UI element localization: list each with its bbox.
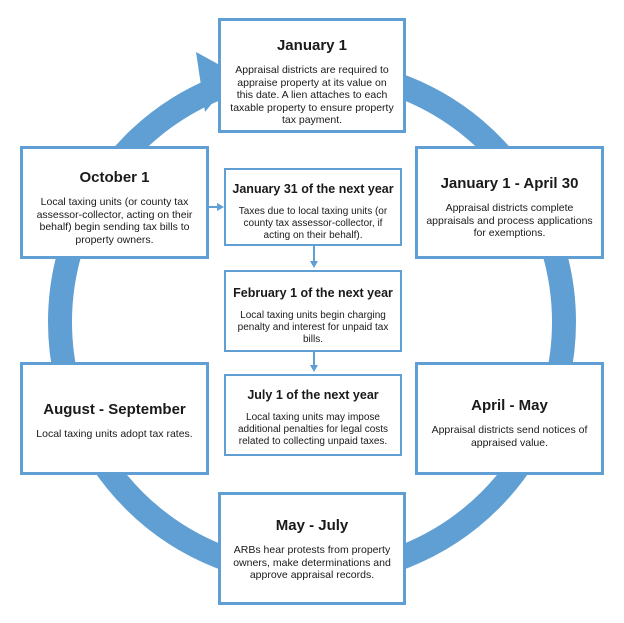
followup-description: Local taxing units may impose additional… <box>237 412 389 447</box>
stage-description: Appraisal districts are required to appr… <box>230 64 394 126</box>
stage-title: October 1 <box>79 169 150 186</box>
stage-description: Appraisal districts complete appraisals … <box>426 202 593 239</box>
followup-july-1: July 1 of the next year Local taxing uni… <box>224 374 402 456</box>
stage-january-1: January 1 Appraisal districts are requir… <box>218 18 406 133</box>
stage-title: January 1 - April 30 <box>440 175 579 192</box>
stage-january-april: January 1 - April 30 Appraisal districts… <box>415 146 604 259</box>
arrow-jan31-to-feb1-head <box>310 261 318 268</box>
stage-description: ARBs hear protests from property owners,… <box>233 544 391 581</box>
stage-august-september: August - September Local taxing units ad… <box>20 362 209 475</box>
followup-title: February 1 of the next year <box>233 286 393 300</box>
stage-title: May - July <box>275 517 349 534</box>
stage-title: January 1 <box>276 37 348 54</box>
stage-description: Appraisal districts send notices of appr… <box>431 424 588 449</box>
stage-may-july: May - July ARBs hear protests from prope… <box>218 492 406 605</box>
followup-january-31: January 31 of the next year Taxes due to… <box>224 168 402 246</box>
arrow-oct1-to-jan31-head <box>217 203 224 211</box>
followup-title: January 31 of the next year <box>232 182 394 196</box>
stage-october-1: October 1 Local taxing units (or county … <box>20 146 209 259</box>
stage-description: Local taxing units adopt tax rates. <box>36 428 193 440</box>
stage-title: August - September <box>43 401 186 418</box>
stage-description: Local taxing units (or county tax assess… <box>36 196 193 246</box>
stage-title: April - May <box>471 397 548 414</box>
followup-february-1: February 1 of the next year Local taxing… <box>224 270 402 352</box>
followup-description: Taxes due to local taxing units (or coun… <box>238 206 388 241</box>
followup-title: July 1 of the next year <box>247 388 379 402</box>
cycle-arrowhead-icon <box>196 52 236 112</box>
followup-description: Local taxing units begin charging penalt… <box>237 310 389 345</box>
stage-april-may: April - May Appraisal districts send not… <box>415 362 604 475</box>
arrow-feb1-to-jul1-head <box>310 365 318 372</box>
